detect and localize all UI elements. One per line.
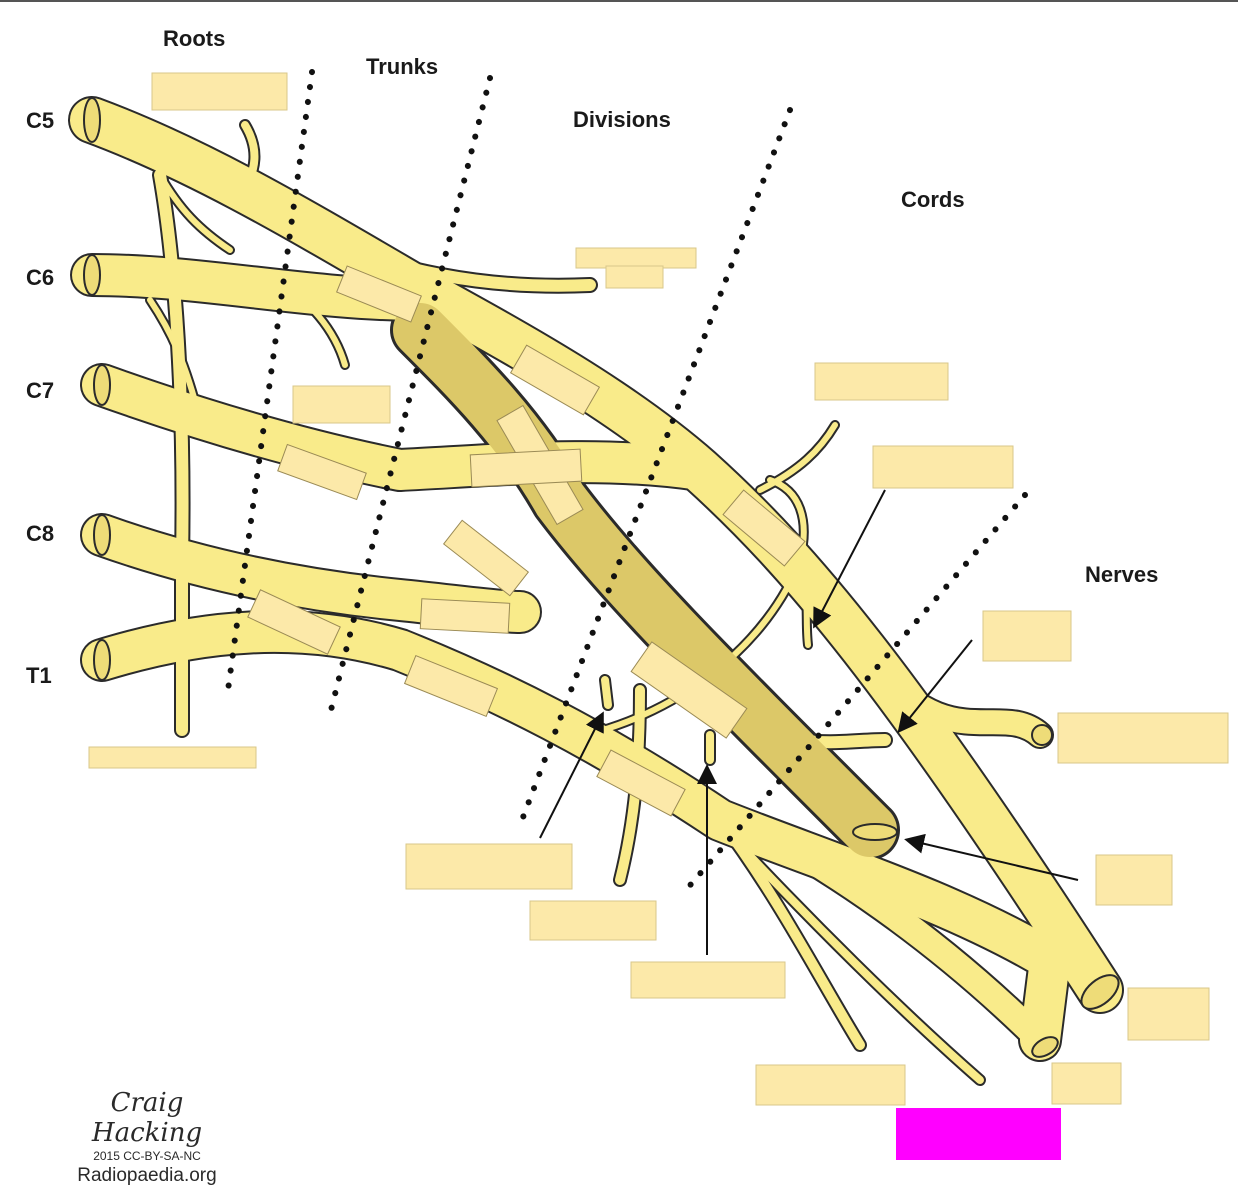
label-box-divisions-top-a bbox=[576, 248, 696, 268]
header-divisions: Divisions bbox=[573, 107, 671, 133]
label-box-nerves-4 bbox=[1128, 988, 1209, 1040]
label-box-cords-2 bbox=[873, 446, 1013, 488]
label-box-nerves-1 bbox=[983, 611, 1071, 661]
source-site: Radiopaedia.org bbox=[52, 1164, 242, 1188]
author-signature: Craig Hacking bbox=[52, 1088, 242, 1148]
highlighted-label-box bbox=[896, 1108, 1061, 1160]
label-box-nerves-3 bbox=[1096, 855, 1172, 905]
label-box-bottom-4 bbox=[756, 1065, 905, 1105]
label-box-middle-div bbox=[470, 449, 582, 487]
root-label-c5: C5 bbox=[26, 108, 54, 134]
header-cords: Cords bbox=[901, 187, 965, 213]
label-box-nerves-2 bbox=[1058, 713, 1228, 763]
label-box-divisions-top-b bbox=[606, 266, 663, 288]
label-box-bottom-3 bbox=[631, 962, 785, 998]
label-box-c6-lower bbox=[293, 386, 390, 423]
attribution: Craig Hacking 2015 CC-BY-SA-NC Radiopaed… bbox=[52, 1088, 242, 1188]
license-text: 2015 CC-BY-SA-NC bbox=[52, 1148, 242, 1164]
label-box-lower-div bbox=[420, 599, 509, 634]
label-box-bottom-left bbox=[89, 747, 256, 768]
rotated-label-boxes bbox=[248, 266, 805, 816]
label-box-cords-1 bbox=[815, 363, 948, 400]
root-label-c6: C6 bbox=[26, 265, 54, 291]
label-box-roots-top bbox=[152, 73, 287, 110]
root-label-t1: T1 bbox=[26, 663, 52, 689]
header-roots: Roots bbox=[163, 26, 225, 52]
root-label-c8: C8 bbox=[26, 521, 54, 547]
label-box-bottom-1 bbox=[406, 844, 572, 889]
label-box-nerves-5 bbox=[1052, 1063, 1121, 1104]
header-nerves: Nerves bbox=[1085, 562, 1158, 588]
header-trunks: Trunks bbox=[366, 54, 438, 80]
root-label-c7: C7 bbox=[26, 378, 54, 404]
label-box-bottom-2 bbox=[530, 901, 656, 940]
